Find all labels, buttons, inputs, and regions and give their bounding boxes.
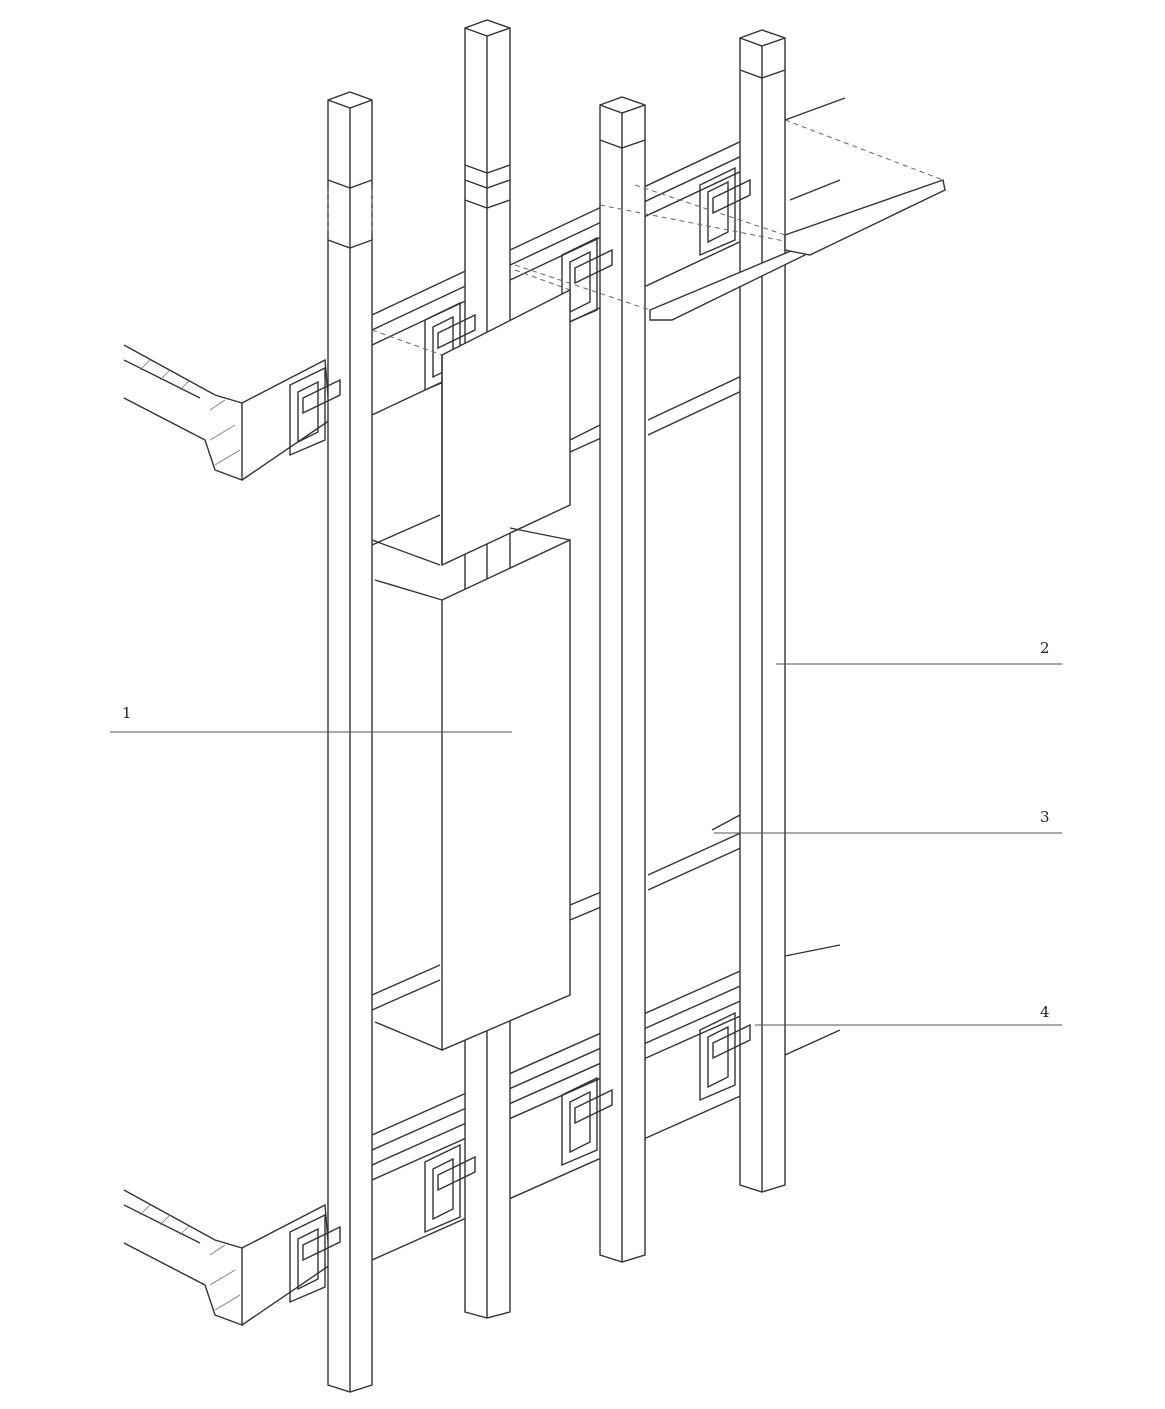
top-panel-right [634, 97, 946, 256]
anchor-bracket [289, 1213, 341, 1304]
mullion-4 [739, 29, 786, 1193]
cladding-panel-lower [371, 527, 571, 1052]
concrete-slab-upper [123, 344, 331, 482]
mullion-1 [327, 91, 373, 1393]
anchor-bracket [289, 366, 341, 457]
anchor-bracket [424, 1143, 476, 1234]
anchor-bracket [561, 1076, 613, 1167]
top-panel-left [514, 204, 806, 321]
callout-label-4: 4 [1040, 1003, 1050, 1021]
callout-4: 4 [755, 1003, 1062, 1026]
callout-3: 3 [714, 808, 1062, 834]
callout-label-3: 3 [1040, 808, 1050, 826]
callout-label-1: 1 [122, 704, 132, 722]
concrete-slab-lower [123, 1189, 331, 1327]
anchor-bracket [699, 166, 751, 257]
anchor-bracket [699, 1011, 751, 1102]
callout-1: 1 [110, 704, 512, 733]
callout-2: 2 [776, 639, 1062, 665]
callout-label-2: 2 [1040, 639, 1050, 657]
cladding-panel-upper [371, 269, 571, 567]
mullion-3 [599, 96, 646, 1263]
